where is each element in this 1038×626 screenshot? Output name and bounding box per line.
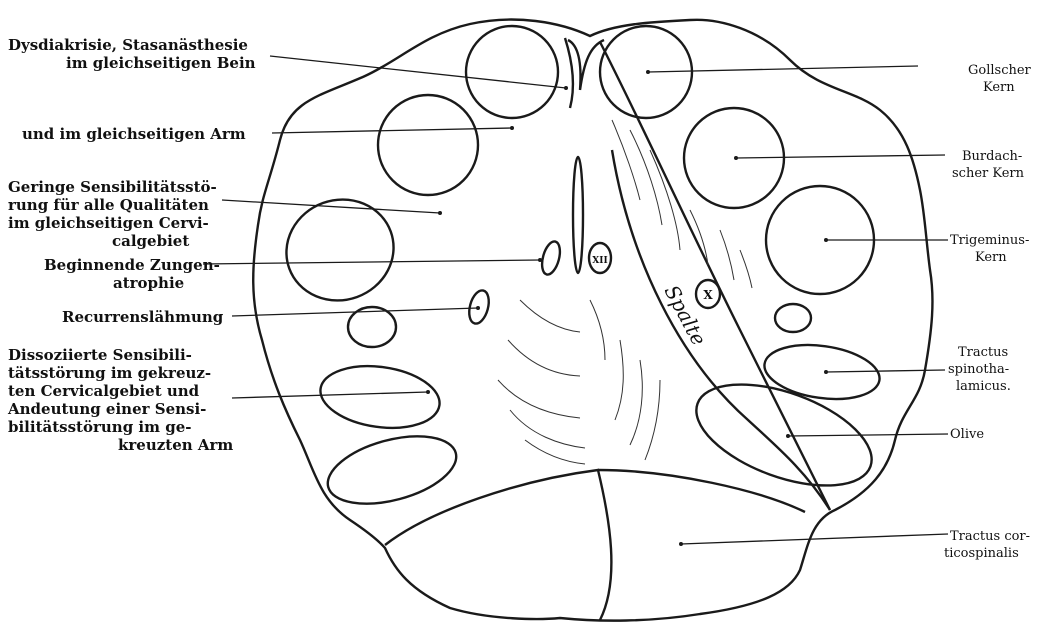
left-olive [320, 424, 463, 516]
right-small-nucleus [775, 304, 811, 332]
label-trigeminus-nucleus: Trigeminus- Kern [950, 233, 1034, 265]
label-arm: und im gleichseitigen Arm [22, 125, 246, 143]
medulla-outline [253, 20, 932, 621]
label-tongue-atrophy: Beginnende Zungen- atrophie [44, 256, 225, 292]
label-cervical-sensibility: Geringe Sensibilitätsstö- rung für alle … [8, 178, 222, 250]
label-recurrens: Recurrenslähmung [62, 308, 224, 326]
hypoglossal-nucleus-left [539, 240, 563, 277]
fiber-strokes [498, 120, 752, 464]
label-spinothalamic-tract: Tractus spinotha- lamicus. [948, 345, 1013, 394]
label-dissociated-sensibility: Dissoziierte Sensibili- tätsstörung im g… [7, 346, 233, 454]
nucleus-x-label: X [703, 288, 713, 302]
label-goll-nucleus: Gollscher Kern [968, 63, 1035, 95]
label-corticospinal-tract: Tractus cor- ticospinalis [944, 529, 1034, 561]
left-leader-dots [426, 86, 568, 394]
label-olive: Olive [950, 427, 984, 442]
right-spinothalamic-tract [761, 338, 883, 406]
lesion-gap-line-inner [612, 150, 830, 510]
left-goll-nucleus [466, 26, 558, 118]
left-burdach-nucleus [378, 95, 478, 195]
label-burdach-nucleus: Burdach- scher Kern [952, 149, 1026, 181]
left-spinothalamic-tract [316, 359, 443, 435]
label-dysdiakrisie: Dysdiakrisie, Stasanästhesie im gleichse… [8, 36, 256, 72]
left-small-nucleus [348, 307, 396, 347]
central-canal [573, 157, 583, 273]
nucleus-xii-label: XII [592, 256, 607, 266]
dorsal-median-sulcus-left [565, 38, 573, 108]
